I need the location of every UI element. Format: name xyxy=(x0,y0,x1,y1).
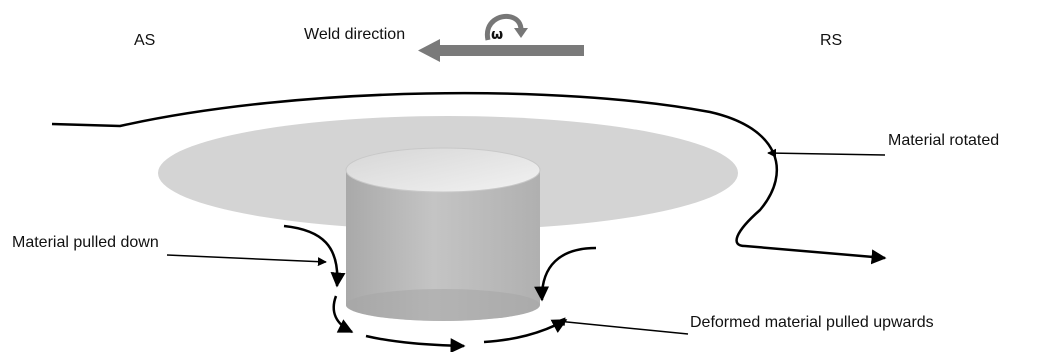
curved-rotation-arrow-icon xyxy=(484,13,528,41)
advancing-side-label: AS xyxy=(134,32,155,49)
flow-arrow-bottom-left xyxy=(332,295,354,334)
material-rotated-label: Material rotated xyxy=(888,132,999,149)
flow-arrow-bottom-mid xyxy=(365,334,466,352)
tool-cylinder xyxy=(345,147,541,321)
material-pulled-down-label: Material pulled down xyxy=(12,234,159,251)
left-arrow-icon xyxy=(418,39,584,62)
deformed-material-label: Deformed material pulled upwards xyxy=(690,314,934,331)
material-flow-arrows xyxy=(283,224,597,352)
rotation-symbol: ω xyxy=(491,27,503,43)
flow-arrow-down-right xyxy=(534,246,597,302)
material-pulled-down-pointer xyxy=(166,254,327,267)
weld-direction-label: Weld direction xyxy=(304,26,405,43)
material-rotated-pointer xyxy=(767,148,886,158)
retreating-side-label: RS xyxy=(820,32,842,49)
deformed-material-pointer xyxy=(556,317,689,335)
surface-outline xyxy=(51,91,887,265)
flow-arrow-bottom-right xyxy=(483,318,568,344)
flow-arrow-down-left xyxy=(283,224,346,288)
tool-top-face xyxy=(345,147,541,193)
